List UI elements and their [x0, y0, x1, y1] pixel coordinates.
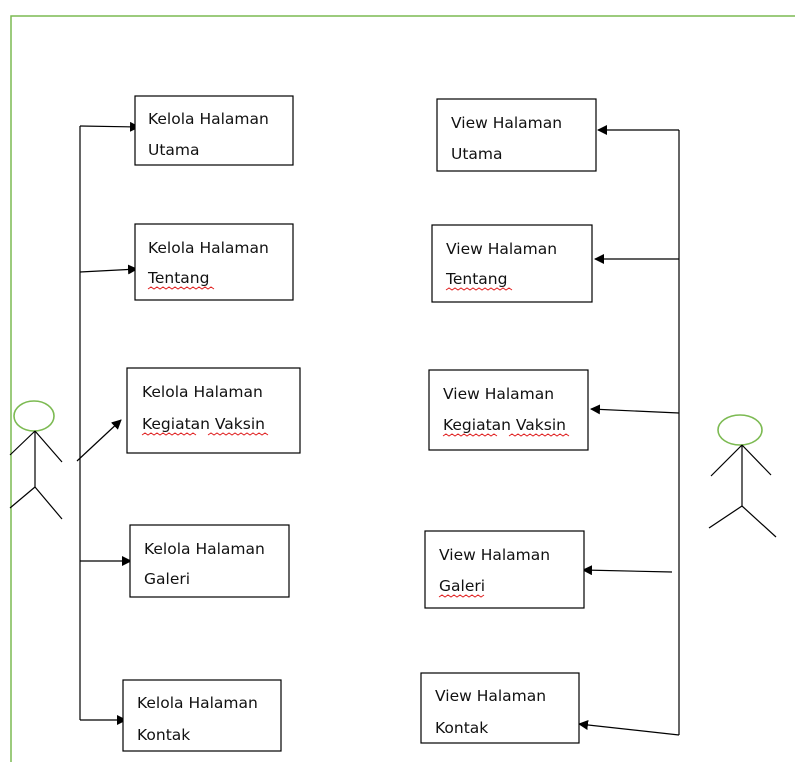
admin-box-line1: Kelola Halaman: [142, 383, 263, 401]
user-actor-leg-right: [741, 505, 777, 538]
admin-box-line2: Galeri: [144, 570, 190, 588]
admin-box-line2: Utama: [148, 141, 200, 159]
user-actor-figure: [708, 414, 777, 538]
user-box-line1: View Halaman: [451, 114, 562, 132]
admin-box-line2: Tentang: [147, 269, 209, 287]
spellcheck-squiggle: [442, 433, 498, 437]
user-box-kontak: View Halaman Kontak: [420, 672, 580, 744]
spellcheck-squiggle: [147, 286, 215, 290]
admin-actor-arm-left: [9, 430, 36, 456]
user-actor-leg-left: [708, 505, 743, 529]
admin-box-line2: Kontak: [137, 726, 190, 744]
spellcheck-squiggle: [438, 594, 485, 598]
admin-box-line2: Kegiatan Vaksin: [142, 415, 265, 433]
user-box-line1: View Halaman: [446, 240, 557, 258]
spellcheck-squiggle: [141, 432, 197, 436]
user-actor-arm-left: [710, 444, 743, 477]
user-box-galeri: View Halaman Galeri: [424, 530, 585, 609]
diagram-frame: [10, 15, 795, 762]
user-box-line1: View Halaman: [439, 546, 550, 564]
admin-box-line1: Kelola Halaman: [148, 110, 269, 128]
admin-box-utama: Kelola Halaman Utama: [134, 95, 294, 166]
admin-arrow-utama: [79, 121, 140, 132]
admin-box-galeri: Kelola Halaman Galeri: [129, 524, 290, 598]
admin-actor-leg-right: [34, 486, 63, 520]
admin-actor-leg-left: [9, 486, 36, 509]
user-arrow-galeri: [582, 565, 673, 576]
admin-box-line1: Kelola Halaman: [144, 540, 265, 558]
user-box-line1: View Halaman: [443, 385, 554, 403]
user-arrow-kontak: [578, 720, 680, 736]
user-actor-head: [717, 414, 763, 446]
user-box-line2: Kontak: [435, 719, 488, 737]
user-box-line1: View Halaman: [435, 687, 546, 705]
admin-box-tentang: Kelola Halaman Tentang: [134, 223, 294, 301]
spellcheck-squiggle: [445, 287, 513, 291]
user-box-kegiatan-vaksin: View Halaman Kegiatan Vaksin: [428, 369, 589, 451]
user-box-tentang: View Halaman Tentang: [431, 224, 593, 303]
spellcheck-squiggle: [207, 432, 269, 436]
user-box-utama: View Halaman Utama: [436, 98, 597, 172]
user-box-line2: Utama: [451, 145, 503, 163]
user-box-line2: Galeri: [439, 577, 485, 595]
admin-actor-head: [13, 400, 55, 432]
user-actor-arm-right: [741, 444, 772, 476]
admin-box-kegiatan-vaksin: Kelola Halaman Kegiatan Vaksin: [126, 367, 301, 454]
admin-box-line1: Kelola Halaman: [137, 694, 258, 712]
user-box-line2: Tentang: [445, 270, 507, 288]
admin-arrow-tentang: [79, 264, 138, 275]
admin-box-line1: Kelola Halaman: [148, 239, 269, 257]
admin-arrow-kegiatan-vaksin: [76, 419, 122, 462]
spellcheck-squiggle: [508, 433, 570, 437]
admin-actor-figure: [9, 400, 63, 520]
user-arrow-kegiatan-vaksin: [590, 404, 680, 415]
admin-actor-arm-right: [34, 430, 63, 463]
user-box-line2: Kegiatan Vaksin: [443, 416, 566, 434]
admin-box-kontak: Kelola Halaman Kontak: [122, 679, 282, 752]
